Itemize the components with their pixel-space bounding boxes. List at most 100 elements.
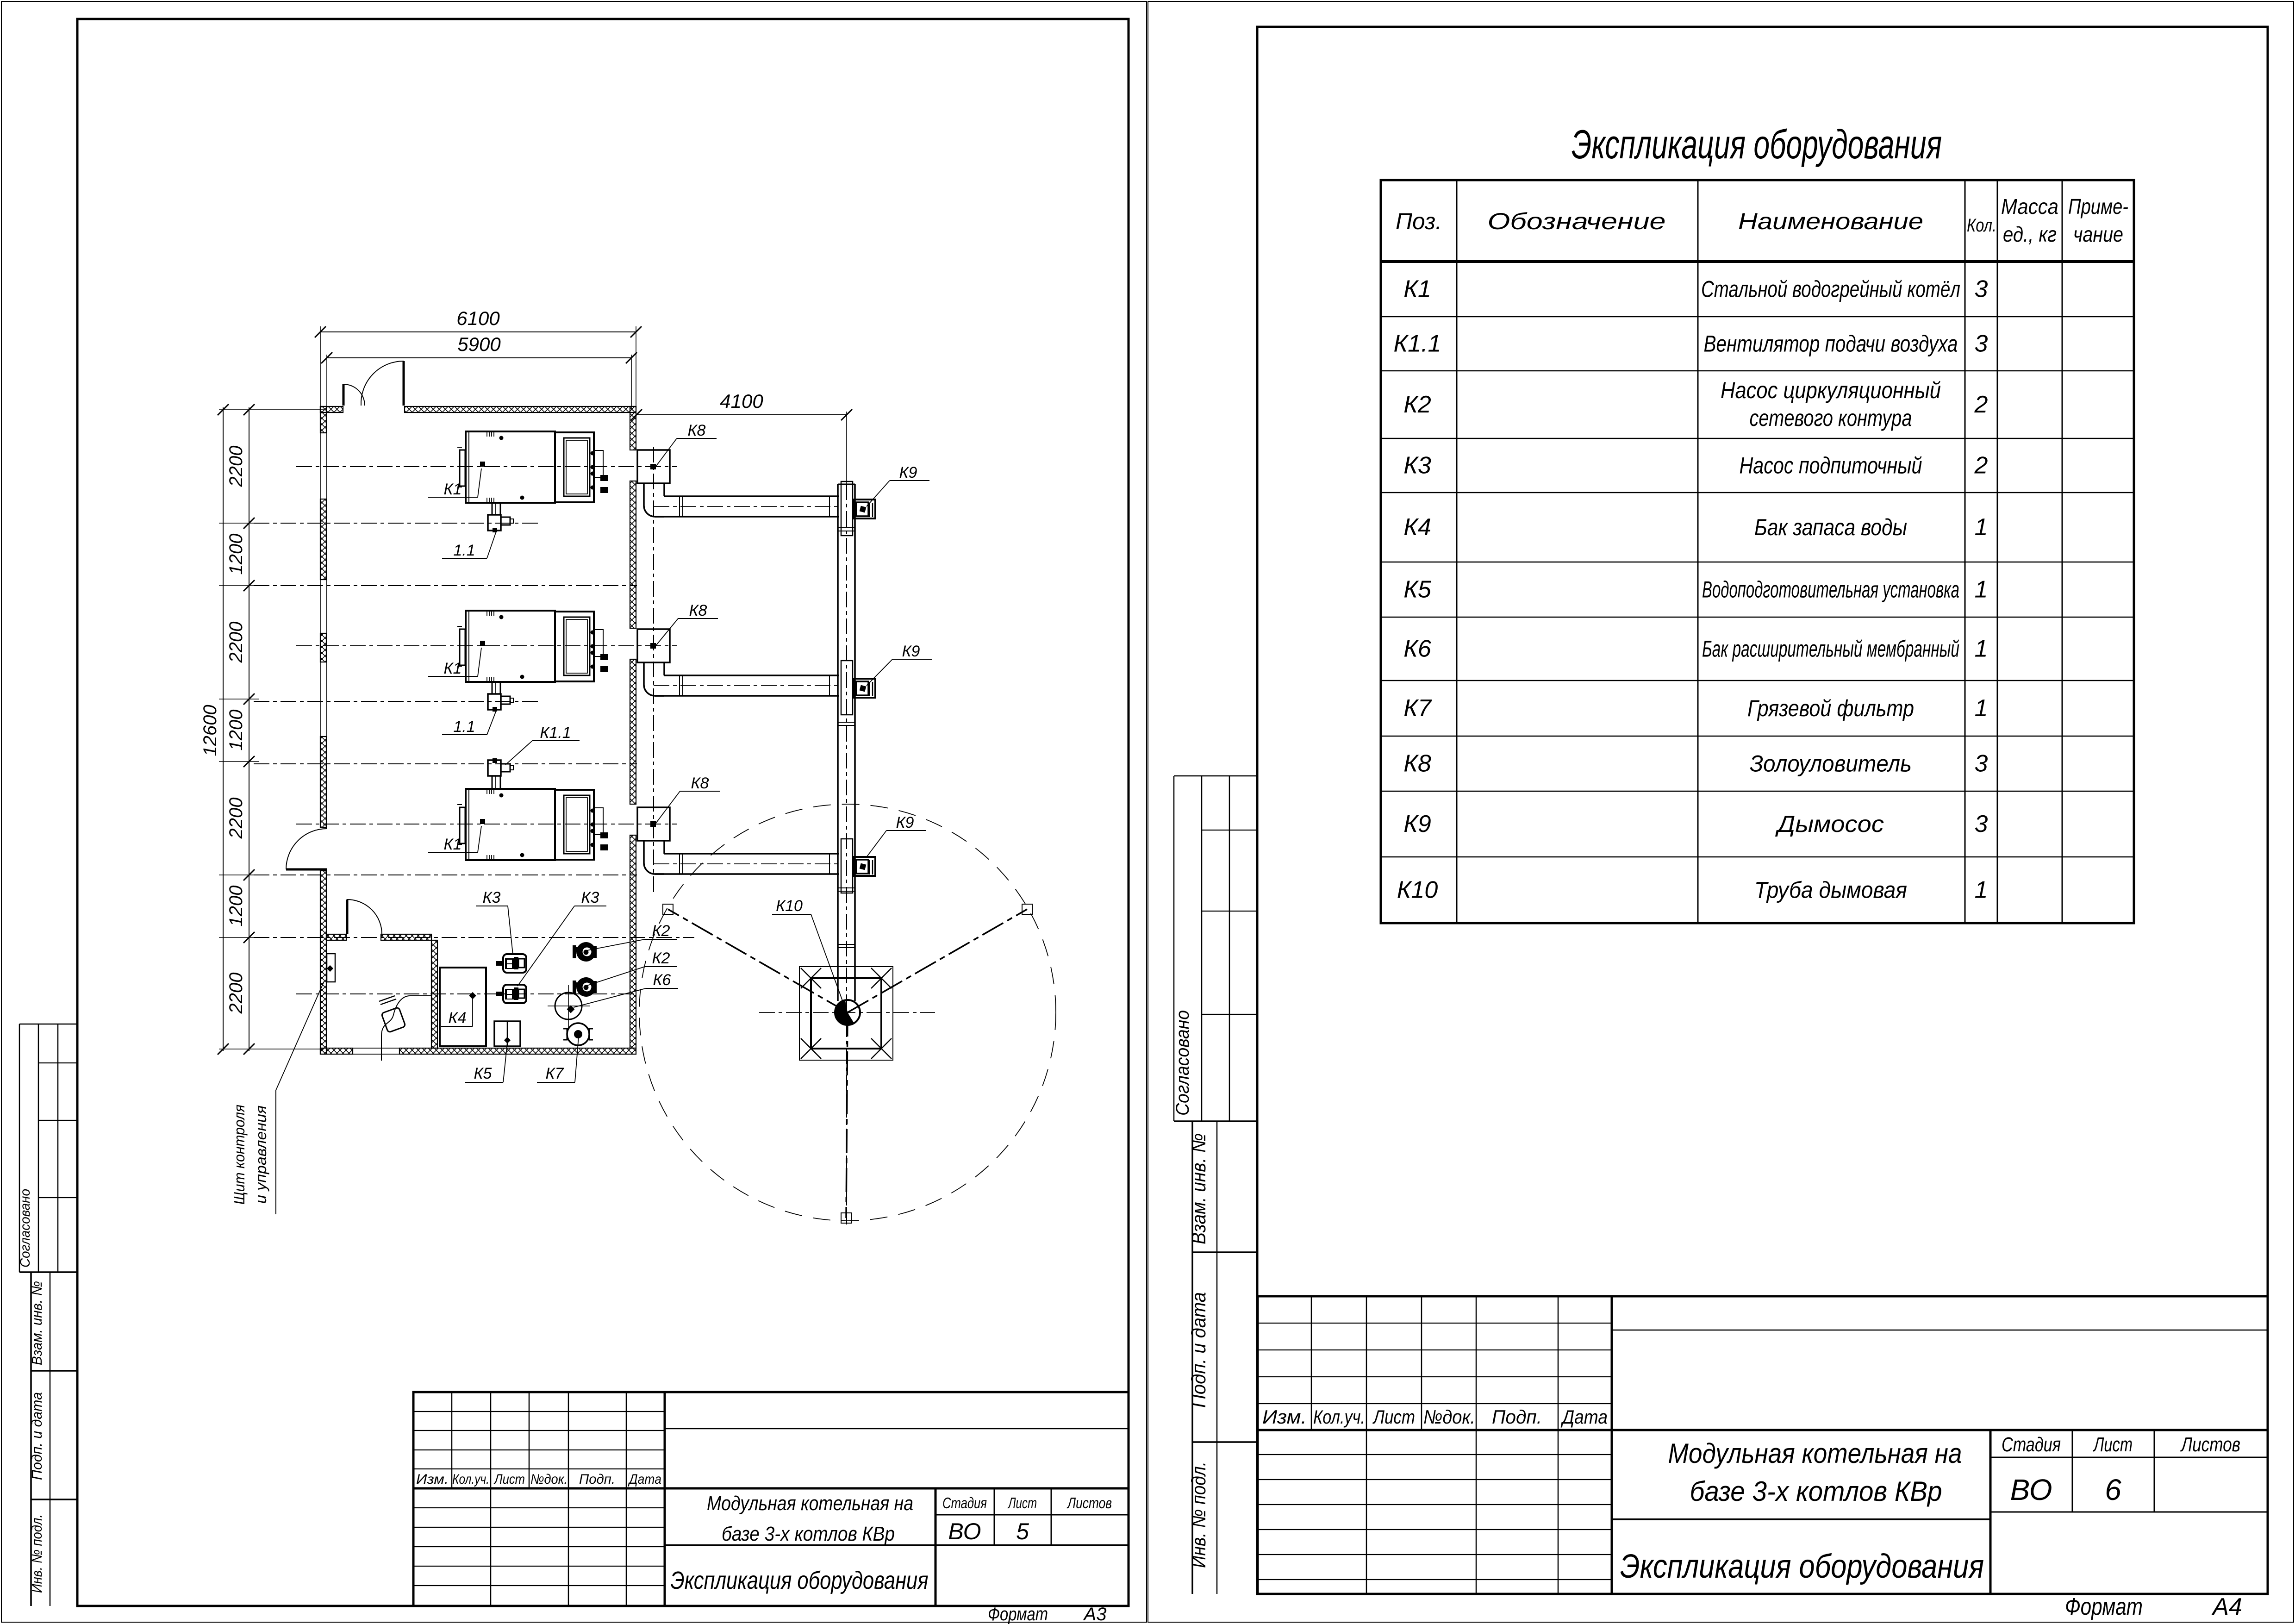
svg-text:Масса: Масса: [2001, 194, 2058, 219]
svg-text:К6: К6: [653, 971, 671, 989]
svg-text:К2: К2: [652, 922, 670, 940]
svg-text:Листов: Листов: [2180, 1433, 2240, 1456]
svg-text:2200: 2200: [226, 446, 246, 487]
svg-text:4100: 4100: [720, 390, 763, 412]
svg-text:Взам. инв. №: Взам. инв. №: [1188, 1133, 1210, 1244]
svg-text:1: 1: [1975, 576, 1988, 603]
svg-text:Подп.: Подп.: [579, 1472, 615, 1487]
svg-text:1.1: 1.1: [453, 542, 475, 559]
svg-text:К9: К9: [896, 814, 914, 831]
svg-text:2: 2: [1974, 452, 1988, 479]
svg-text:12600: 12600: [200, 705, 220, 756]
svg-text:5: 5: [1016, 1518, 1029, 1544]
svg-text:К3: К3: [581, 889, 599, 906]
svg-text:Лист: Лист: [2093, 1433, 2133, 1456]
svg-text:К4: К4: [1403, 514, 1431, 541]
svg-text:Взам. инв. №: Взам. инв. №: [29, 1281, 45, 1365]
svg-text:Приме-: Приме-: [2068, 194, 2128, 219]
svg-text:Насос циркуляционный: Насос циркуляционный: [1721, 377, 1941, 403]
svg-text:1: 1: [1975, 636, 1988, 662]
svg-text:К8: К8: [691, 775, 709, 792]
svg-text:К2: К2: [652, 949, 670, 967]
svg-text:Формат: Формат: [988, 1604, 1048, 1624]
svg-text:Дата: Дата: [1560, 1406, 1608, 1428]
svg-text:ВО: ВО: [948, 1518, 981, 1544]
svg-text:1: 1: [1975, 695, 1988, 722]
svg-text:3: 3: [1975, 750, 1988, 777]
svg-text:3: 3: [1975, 811, 1988, 837]
svg-text:Обозначение: Обозначение: [1488, 208, 1666, 234]
svg-text:Вентилятор подачи воздуха: Вентилятор подачи воздуха: [1704, 331, 1958, 357]
svg-text:сетевого контура: сетевого контура: [1750, 405, 1912, 431]
svg-text:К3: К3: [1403, 452, 1431, 479]
svg-text:Лист: Лист: [1372, 1406, 1415, 1428]
svg-text:К3: К3: [483, 889, 501, 906]
svg-text:Экспликация оборудования: Экспликация оборудования: [1572, 121, 1942, 167]
svg-text:№док.: №док.: [1423, 1406, 1475, 1428]
svg-text:1200: 1200: [226, 534, 246, 575]
svg-text:Бак расширительный мембранный: Бак расширительный мембранный: [1702, 636, 1959, 662]
svg-text:1200: 1200: [226, 886, 246, 927]
svg-text:Стадия: Стадия: [942, 1494, 987, 1512]
svg-text:Лист: Лист: [1008, 1494, 1037, 1512]
svg-text:К10: К10: [1397, 877, 1438, 904]
svg-text:5900: 5900: [457, 333, 501, 355]
svg-text:Дымосос: Дымосос: [1775, 811, 1884, 837]
svg-text:3: 3: [1975, 276, 1988, 303]
svg-text:К1: К1: [444, 481, 462, 498]
svg-text:Инв. № подл.: Инв. № подл.: [29, 1514, 45, 1593]
svg-text:К7: К7: [546, 1065, 564, 1082]
svg-text:Согласовано: Согласовано: [1172, 1010, 1193, 1116]
svg-text:К5: К5: [1403, 576, 1432, 603]
svg-text:К2: К2: [1403, 391, 1431, 418]
svg-text:Труба дымовая: Труба дымовая: [1754, 877, 1907, 903]
svg-text:2200: 2200: [226, 798, 246, 839]
svg-text:К8: К8: [1403, 750, 1431, 777]
svg-text:ед., кг: ед., кг: [2003, 222, 2057, 246]
svg-text:6: 6: [2105, 1473, 2121, 1506]
svg-text:и управления: и управления: [253, 1106, 269, 1204]
svg-text:К10: К10: [776, 897, 803, 915]
svg-text:К4: К4: [449, 1009, 467, 1027]
svg-text:Кол.: Кол.: [1967, 215, 1996, 236]
svg-text:К9: К9: [1403, 811, 1431, 837]
svg-text:2200: 2200: [226, 973, 246, 1014]
svg-text:Лист: Лист: [493, 1472, 525, 1487]
svg-text:Кол.уч.: Кол.уч.: [1313, 1406, 1365, 1428]
svg-text:К9: К9: [902, 643, 920, 660]
svg-text:№док.: №док.: [530, 1472, 568, 1487]
svg-text:3: 3: [1975, 331, 1988, 357]
svg-text:Грязевой фильтр: Грязевой фильтр: [1747, 695, 1914, 721]
svg-text:Подп. и дата: Подп. и дата: [29, 1392, 45, 1480]
svg-text:К1: К1: [444, 660, 462, 677]
svg-text:Насос подпиточный: Насос подпиточный: [1740, 453, 1922, 479]
svg-text:Подп.: Подп.: [1492, 1406, 1542, 1428]
svg-text:Кол.уч.: Кол.уч.: [452, 1472, 489, 1487]
svg-text:ВО: ВО: [2010, 1473, 2052, 1506]
svg-text:Модульная котельная на: Модульная котельная на: [1668, 1438, 1962, 1469]
svg-text:Подп. и дата: Подп. и дата: [1188, 1292, 1210, 1408]
svg-text:1: 1: [1975, 877, 1988, 904]
svg-text:Стадия: Стадия: [2002, 1433, 2061, 1456]
svg-text:чание: чание: [2073, 222, 2123, 246]
svg-text:Согласовано: Согласовано: [18, 1189, 33, 1268]
svg-text:К1: К1: [1403, 276, 1431, 303]
svg-text:Экспликация оборудования: Экспликация оборудования: [671, 1567, 929, 1594]
svg-text:Изм.: Изм.: [416, 1472, 449, 1487]
svg-text:Наименование: Наименование: [1738, 208, 1923, 234]
svg-text:К8: К8: [689, 602, 707, 619]
svg-text:1200: 1200: [226, 710, 246, 751]
svg-text:Поз.: Поз.: [1396, 208, 1442, 234]
svg-text:Формат: Формат: [2065, 1593, 2143, 1620]
svg-text:Изм.: Изм.: [1262, 1406, 1307, 1428]
svg-text:1.1: 1.1: [453, 718, 475, 736]
svg-text:Бак запаса воды: Бак запаса воды: [1754, 514, 1907, 540]
svg-text:2: 2: [1974, 391, 1988, 418]
svg-text:Дата: Дата: [628, 1472, 661, 1487]
svg-text:К6: К6: [1403, 636, 1431, 662]
svg-text:А4: А4: [2211, 1593, 2242, 1620]
svg-text:Стальной водогрейный котёл: Стальной водогрейный котёл: [1701, 276, 1960, 302]
svg-text:базе 3-х котлов КВр: базе 3-х котлов КВр: [722, 1523, 895, 1545]
svg-text:К1: К1: [444, 836, 462, 853]
svg-text:К1.1: К1.1: [1394, 331, 1441, 357]
